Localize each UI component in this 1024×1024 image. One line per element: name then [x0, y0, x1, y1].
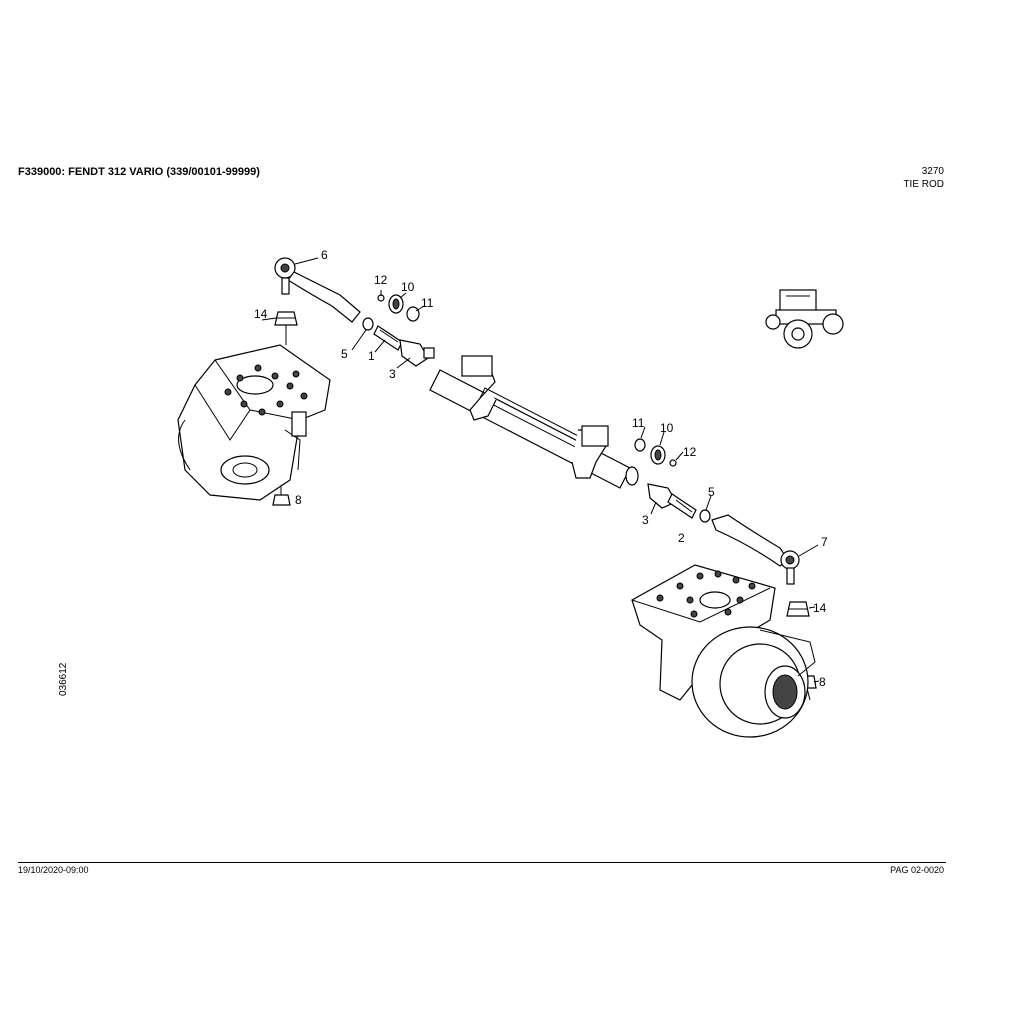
tractor-icon: [765, 289, 844, 349]
callout-6: 6: [321, 248, 328, 262]
page-title: F339000: FENDT 312 VARIO (339/00101-9999…: [18, 166, 260, 178]
callout-14-left: 14: [254, 307, 268, 321]
footer-page-number: PAG 02-0020: [890, 865, 944, 875]
callout-10-left: 10: [401, 280, 415, 294]
left-dust-boot: [274, 311, 298, 345]
right-tie-rod-end: [711, 514, 819, 585]
steering-cylinder: [429, 355, 639, 489]
callout-11-right: 11: [632, 416, 645, 430]
right-steering-knuckle: [631, 564, 816, 738]
right-dust-boot: [786, 601, 810, 617]
left-nut: [272, 485, 291, 506]
left-steering-knuckle: [177, 344, 331, 501]
footer-divider: [18, 862, 946, 863]
group-code: 3270: [921, 166, 944, 177]
callout-2: 2: [678, 531, 685, 545]
footer-date: 19/10/2020-09:00: [18, 865, 89, 875]
callout-labels: 6 12 10 11 14 5 1 3 8 11 10 12 5 3 2 7 1…: [254, 248, 828, 689]
leader-lines: [261, 290, 820, 683]
callout-11-left: 11: [421, 296, 434, 310]
callout-1: 1: [368, 349, 375, 363]
callout-8-left: 8: [295, 493, 302, 507]
drawing-reference-code: 036612: [58, 662, 69, 696]
callout-5-left: 5: [341, 347, 348, 361]
left-seal-set: [362, 294, 435, 367]
callout-12-right: 12: [683, 445, 697, 459]
callout-5-right: 5: [708, 485, 715, 499]
callout-12-left: 12: [374, 273, 388, 287]
callout-7: 7: [821, 535, 828, 549]
callout-3-left: 3: [389, 367, 396, 381]
left-tie-rod-end: [274, 257, 361, 323]
callout-14-right: 14: [813, 601, 827, 615]
callout-3-right: 3: [642, 513, 649, 527]
group-name: TIE ROD: [903, 179, 944, 190]
callout-10-right: 10: [660, 421, 674, 435]
callout-8-right: 8: [819, 675, 826, 689]
right-seal-set: [634, 438, 711, 523]
